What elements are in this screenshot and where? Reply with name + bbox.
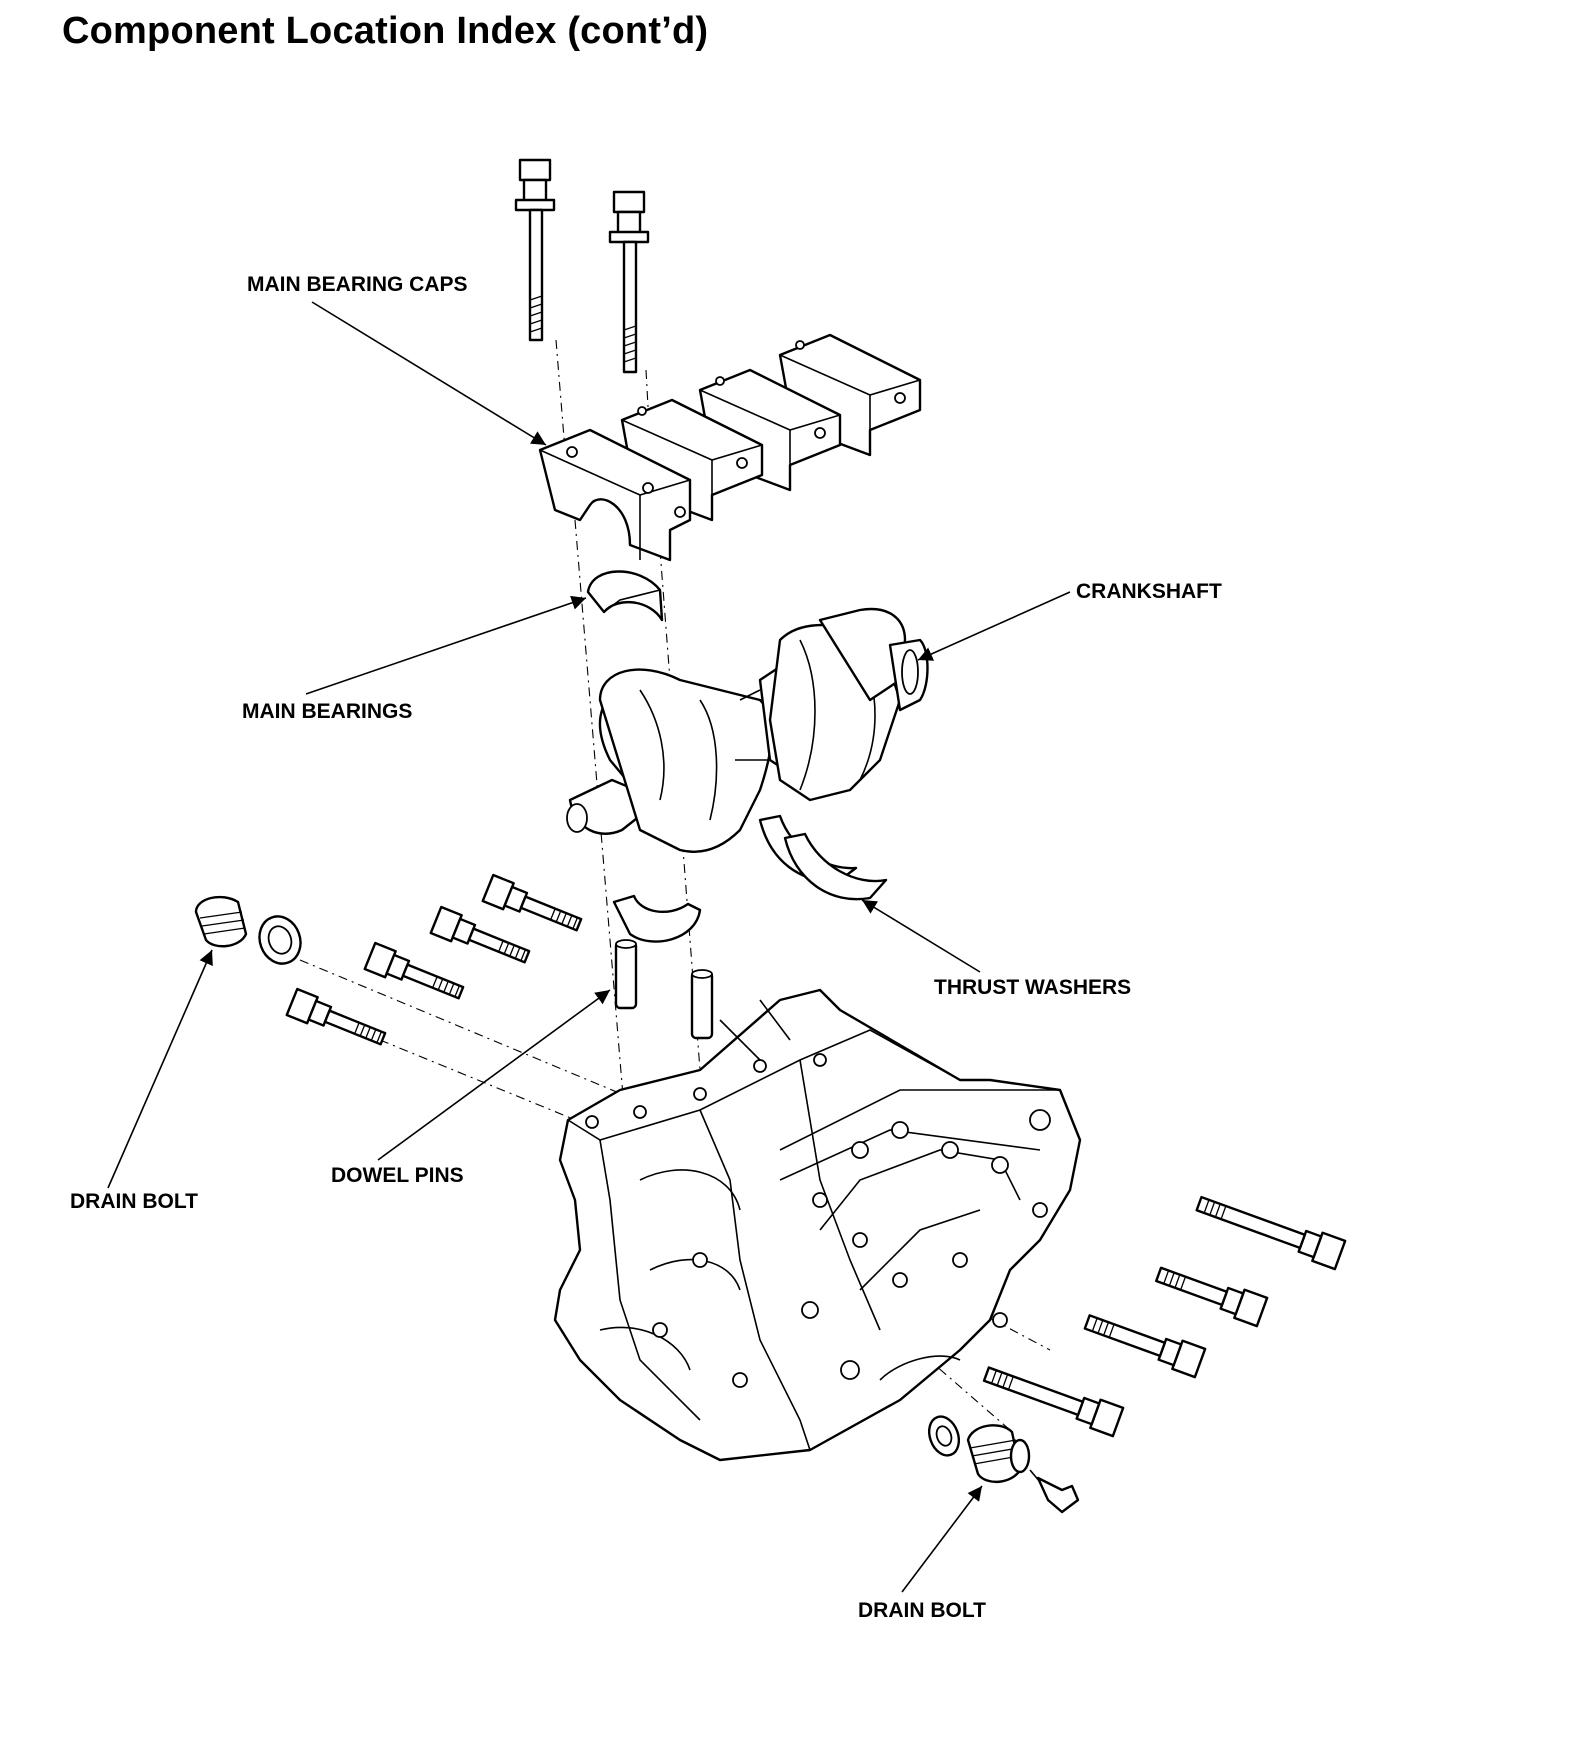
cylinder-block [553, 988, 1082, 1462]
callout-main-bearing-caps: MAIN BEARING CAPS [247, 273, 547, 446]
callout-dowel-pins: DOWEL PINS [331, 989, 611, 1187]
callout-main-bearings: MAIN BEARINGS [242, 595, 587, 723]
main-bearing-upper [586, 570, 664, 622]
callout-drain-bolt-left: DRAIN BOLT [70, 949, 213, 1213]
svg-text:DRAIN BOLT: DRAIN BOLT [70, 1190, 198, 1213]
side-bolt-4 [285, 987, 387, 1046]
main-bearing-lower [612, 894, 702, 943]
right-bolt-4 [982, 1366, 1125, 1438]
page-title: Component Location Index (cont’d) [62, 10, 709, 52]
right-bolt-3 [1083, 1314, 1207, 1379]
svg-text:MAIN BEARING CAPS: MAIN BEARING CAPS [247, 273, 468, 296]
callout-thrust-washers: THRUST WASHERS [861, 899, 1131, 999]
drain-bolt-bottom-part [927, 1415, 1080, 1514]
side-bolts-left [285, 873, 583, 1046]
cap-bolt-right [608, 190, 650, 374]
svg-text:MAIN BEARINGS: MAIN BEARINGS [242, 700, 412, 723]
side-bolts-right [982, 1195, 1347, 1438]
main-bearing-cap-bolts [514, 158, 650, 374]
dowel-pin-left [614, 939, 638, 1010]
svg-text:CRANKSHAFT: CRANKSHAFT [1076, 580, 1222, 603]
callout-crankshaft: CRANKSHAFT [917, 580, 1222, 661]
drain-bolt-left-part [194, 895, 302, 965]
cap-bolt-left [514, 158, 556, 342]
right-bolt-1 [1195, 1195, 1347, 1271]
side-bolt-2 [429, 905, 531, 964]
svg-text:THRUST WASHERS: THRUST WASHERS [934, 976, 1131, 999]
dowel-pin-right [690, 969, 714, 1040]
side-bolt-3 [363, 941, 465, 1000]
bearing-cap-1 [538, 428, 692, 562]
crankshaft [566, 607, 929, 853]
right-bolt-2 [1155, 1266, 1269, 1328]
callout-drain-bolt-bottom: DRAIN BOLT [858, 1485, 986, 1622]
svg-text:DRAIN BOLT: DRAIN BOLT [858, 1599, 986, 1622]
dowel-pins [614, 939, 714, 1040]
side-bolt-1 [481, 873, 583, 932]
main-bearing-caps [538, 333, 922, 562]
thrust-washers [758, 814, 888, 901]
svg-text:DOWEL PINS: DOWEL PINS [331, 1164, 464, 1187]
